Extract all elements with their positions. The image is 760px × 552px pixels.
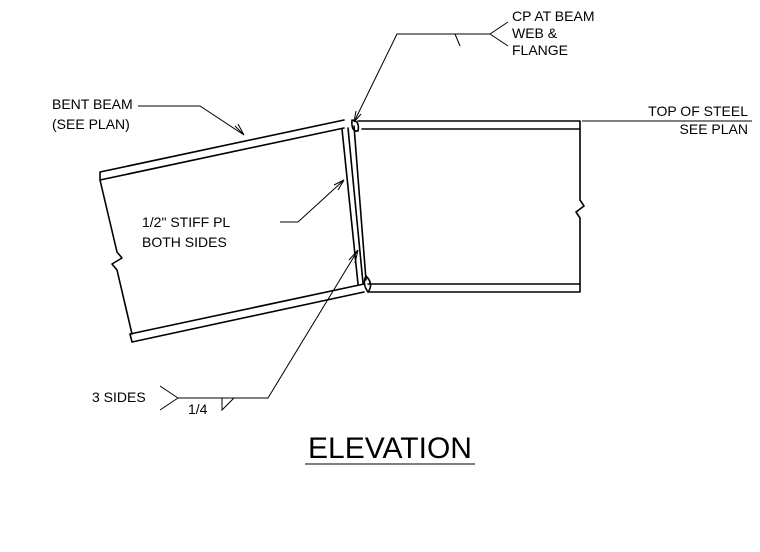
three-sides-weld-arrowhead xyxy=(348,249,359,264)
three-sides-weld-leader xyxy=(178,249,359,399)
stiffener-label-2: BOTH SIDES xyxy=(142,234,227,250)
straight-beam-break-line xyxy=(575,128,585,285)
weld-size-label: 1/4 xyxy=(188,401,208,417)
three-sides-weld-symbol xyxy=(159,385,235,412)
straight-beam xyxy=(357,120,585,293)
cp-weld-leader xyxy=(353,33,490,123)
stiffener-leader xyxy=(280,179,345,223)
bent-beam-bottom-flange xyxy=(129,283,365,343)
bent-beam-label-2: (SEE PLAN) xyxy=(52,116,130,132)
cp-weld-label-2: WEB & xyxy=(512,25,558,41)
cp-weld-label-1: CP AT BEAM xyxy=(512,8,594,24)
top-of-steel-label-2: SEE PLAN xyxy=(680,121,748,137)
straight-beam-top-flange xyxy=(357,120,581,130)
drawing-title: ELEVATION xyxy=(308,432,472,465)
cp-weld-arrowhead xyxy=(353,110,362,123)
bent-beam-top-flange xyxy=(99,119,345,181)
bottom-flange-weld xyxy=(363,275,372,293)
bent-beam-leader xyxy=(138,105,245,136)
stiffener-arrowhead xyxy=(333,179,345,191)
weld-sides-label: 3 SIDES xyxy=(92,389,146,405)
bent-beam-break-line xyxy=(99,179,133,335)
top-of-steel-label-1: TOP OF STEEL xyxy=(648,103,748,119)
stiffener-plate xyxy=(341,125,367,285)
straight-beam-bottom-flange xyxy=(367,283,581,293)
stiffener-label-1: 1/2" STIFF PL xyxy=(142,214,230,230)
bent-beam-label-1: BENT BEAM xyxy=(52,96,133,112)
top-flange-weld xyxy=(351,119,360,132)
cp-weld-symbol xyxy=(454,21,509,47)
bent-beam-arrowhead xyxy=(234,123,245,136)
cp-weld-label-3: FLANGE xyxy=(512,42,568,58)
bent-beam xyxy=(99,119,365,343)
